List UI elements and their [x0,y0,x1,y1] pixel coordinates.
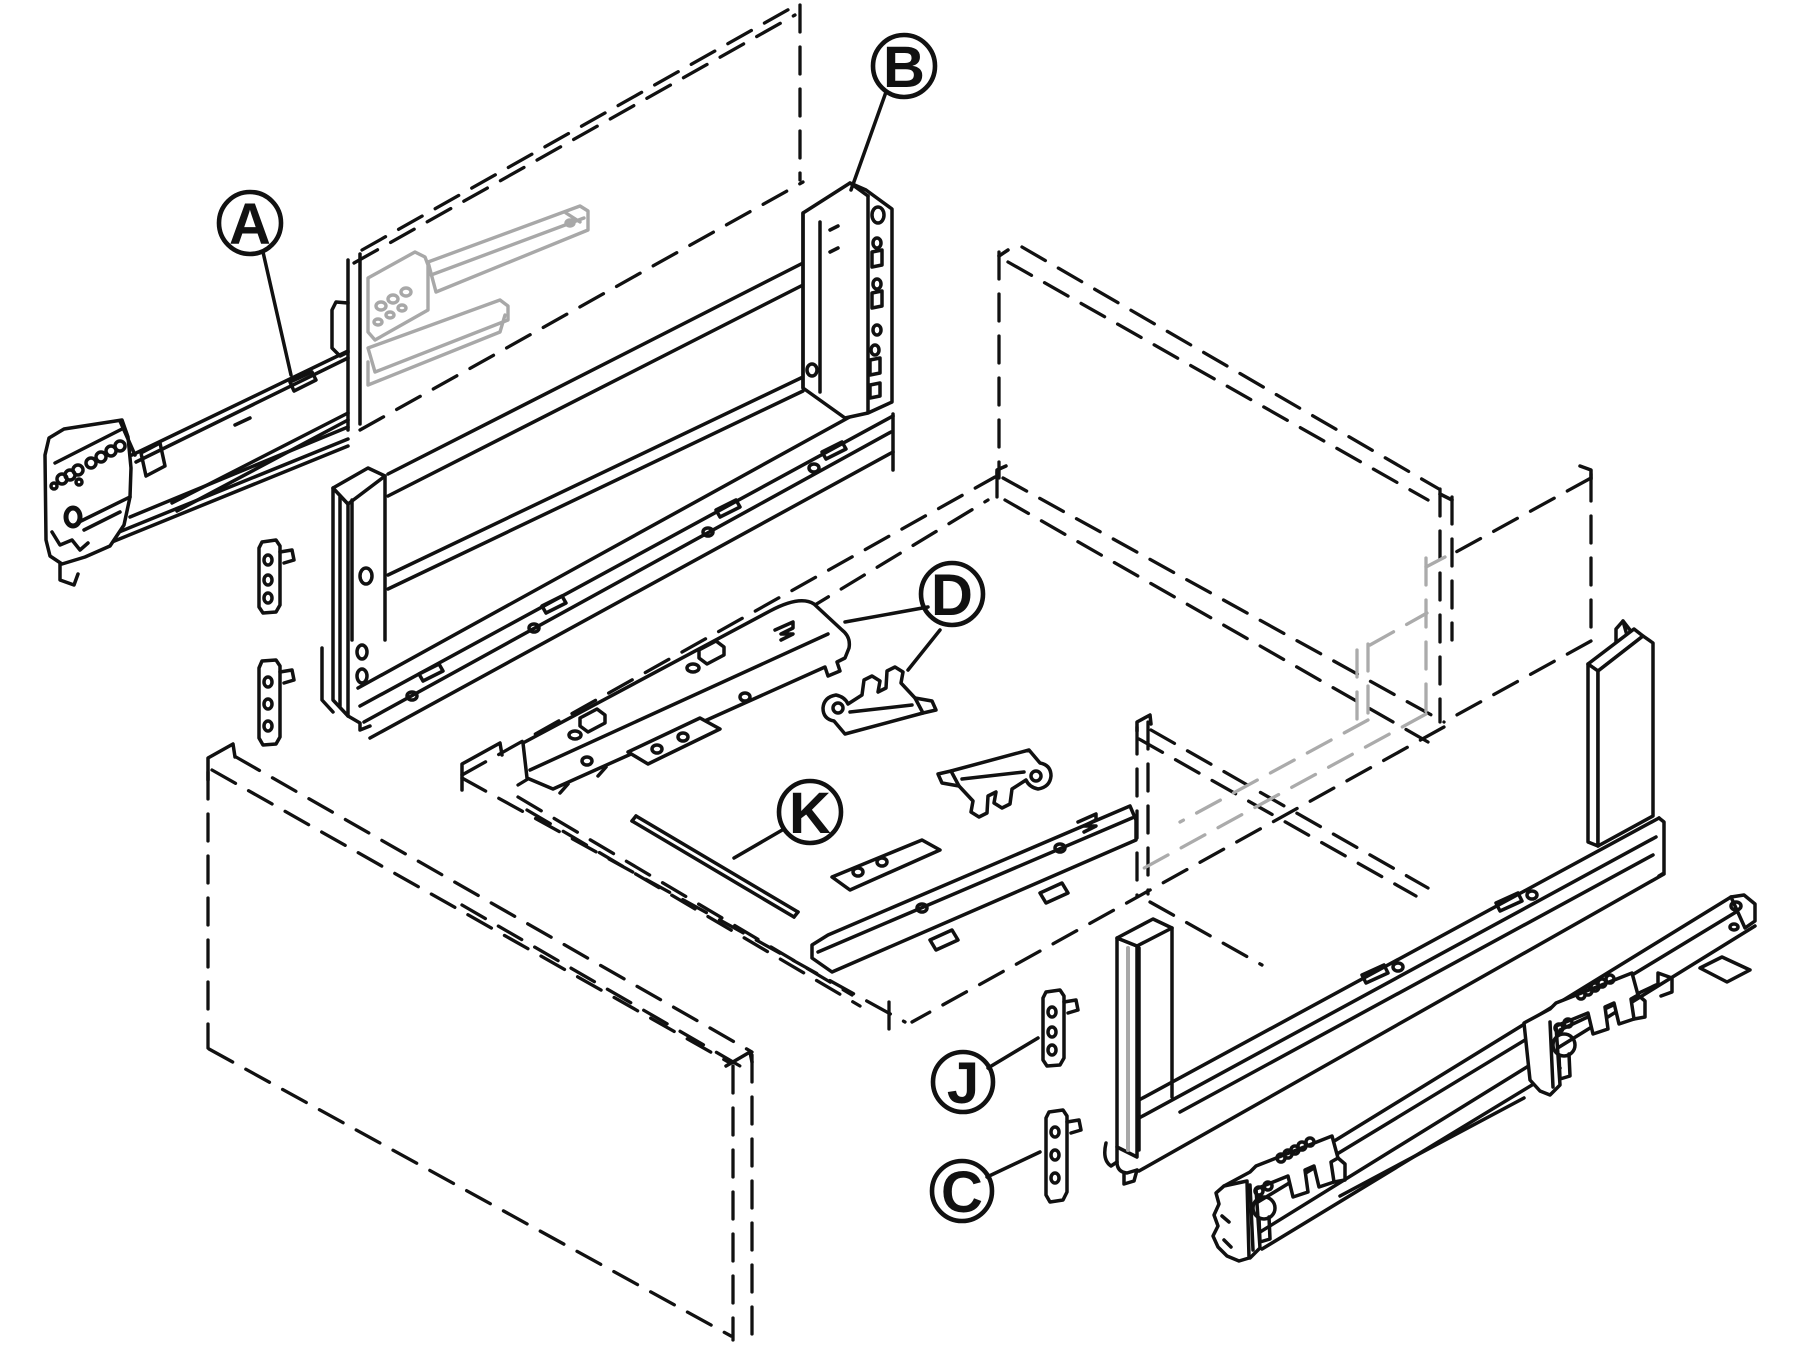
svg-text:K: K [789,781,831,846]
svg-text:C: C [941,1160,983,1225]
svg-text:J: J [947,1051,979,1116]
svg-text:B: B [883,35,925,100]
svg-text:A: A [229,192,271,257]
svg-text:D: D [931,563,973,628]
